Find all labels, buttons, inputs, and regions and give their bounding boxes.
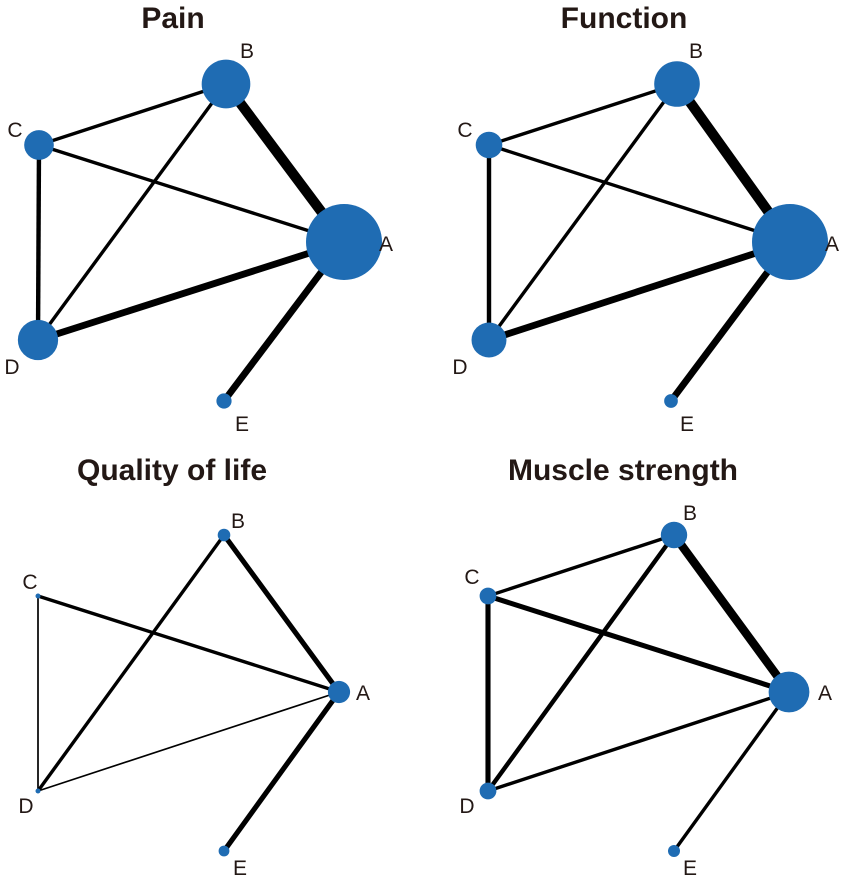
edge-a-c: [37, 594, 340, 694]
node-d: [479, 782, 497, 800]
node-e: [218, 845, 230, 857]
edge-b-c: [487, 533, 675, 598]
node-label-a: A: [818, 682, 832, 705]
edge-b-d: [36, 82, 228, 342]
node-label-a: A: [825, 233, 839, 256]
node-e: [668, 845, 680, 857]
panel-function: Function A B C D E: [452, 2, 839, 436]
edge-c-d: [35, 144, 42, 341]
panel-title-muscle-strength: Muscle strength: [508, 454, 738, 487]
node-label-b: B: [240, 40, 254, 63]
edge-b-d: [487, 82, 679, 342]
node-label-c: C: [7, 119, 22, 142]
panel-title-quality-of-life: Quality of life: [77, 454, 267, 487]
node-label-d: D: [18, 795, 33, 818]
node-e: [216, 393, 232, 409]
edge-a-d: [487, 238, 792, 344]
edge-a-d: [36, 238, 346, 344]
node-label-c: C: [464, 566, 479, 589]
edge-a-e: [672, 691, 791, 852]
node-label-b: B: [231, 510, 245, 533]
edge-b-d: [486, 533, 676, 793]
node-label-e: E: [680, 413, 694, 436]
node-label-e: E: [233, 857, 247, 880]
edge-a-d: [487, 690, 790, 793]
node-label-c: C: [22, 571, 37, 594]
node-a: [306, 204, 382, 280]
panel-pain: Pain A B C D E: [4, 2, 393, 436]
node-d: [35, 788, 41, 794]
node-b: [660, 521, 688, 549]
edge-a-d: [37, 691, 340, 792]
node-label-a: A: [379, 233, 393, 256]
node-label-d: D: [459, 795, 474, 818]
node-a: [768, 671, 810, 713]
node-e: [664, 394, 678, 408]
node-c: [24, 130, 54, 160]
edge-a-b: [221, 533, 342, 694]
edge-b-c: [488, 82, 678, 147]
node-label-c: C: [457, 119, 472, 142]
panel-title-pain: Pain: [141, 2, 204, 35]
panel-title-function: Function: [561, 2, 688, 35]
node-b: [217, 528, 231, 542]
edge-b-d: [36, 534, 226, 792]
node-c: [479, 587, 497, 605]
panel-quality-of-life: Quality of life A B C D E: [18, 454, 370, 880]
edge-b-c: [38, 82, 227, 147]
node-label-b: B: [689, 40, 703, 63]
node-d: [471, 322, 507, 358]
node-label-b: B: [683, 502, 697, 525]
node-b: [201, 59, 251, 109]
node-d: [17, 319, 59, 361]
node-c: [475, 131, 503, 159]
node-label-a: A: [356, 682, 370, 705]
edge-a-c: [38, 143, 345, 244]
node-label-d: D: [4, 356, 19, 379]
node-label-e: E: [235, 413, 249, 436]
node-label-d: D: [452, 356, 467, 379]
node-label-e: E: [683, 857, 697, 880]
edge-a-c: [487, 593, 790, 695]
panel-muscle-strength: Muscle strength A B C D E: [459, 454, 832, 880]
edge-a-c: [488, 143, 791, 244]
node-c: [35, 593, 41, 599]
node-b: [654, 61, 700, 107]
edge-a-b: [670, 532, 793, 695]
node-a: [752, 204, 828, 280]
node-a: [327, 680, 351, 704]
edge-a-e: [221, 690, 342, 853]
